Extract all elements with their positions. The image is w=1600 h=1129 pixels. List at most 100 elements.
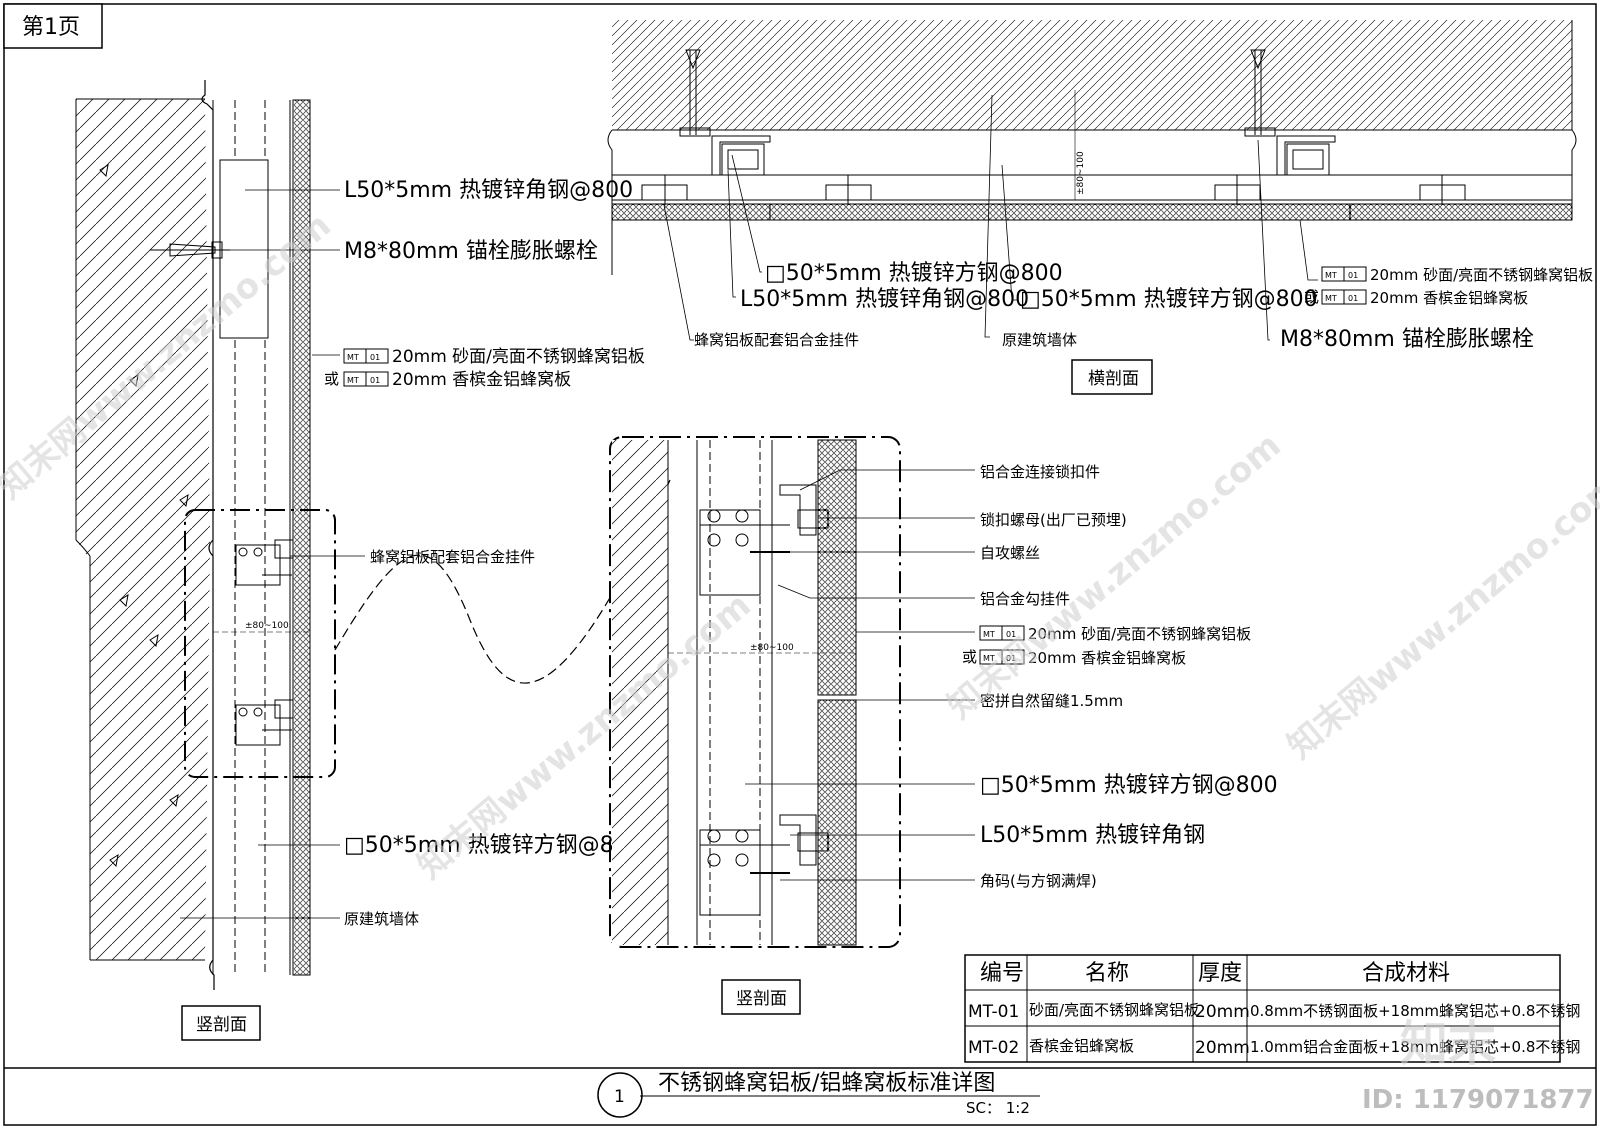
left-mt-tag-1: MT 01: [343, 348, 389, 364]
d-mt-tag-2: MT 01: [979, 649, 1025, 665]
svg-text:MT: MT: [347, 376, 359, 385]
h-anchor-label: M8*80mm 锚栓膨胀螺栓: [1280, 327, 1534, 352]
left-wall-label: 原建筑墙体: [344, 910, 419, 928]
svg-text:MT: MT: [1325, 271, 1337, 280]
left-or-label: 或: [324, 370, 339, 388]
d-angle-steel-label: L50*5mm 热镀锌角钢: [980, 823, 1205, 848]
detail-dim: ±80~100: [750, 643, 794, 653]
d-view-label: 竖剖面: [736, 989, 787, 1009]
detail-hanger-top: [699, 484, 829, 596]
d-panel-label-2: 20mm 香槟金铝蜂窝板: [1028, 649, 1186, 667]
h-mt-tag-1: MT 01: [1321, 266, 1367, 282]
d-square-steel-label: □50*5mm 热镀锌方钢@800: [980, 773, 1278, 798]
h-view-label: 横剖面: [1088, 369, 1139, 389]
table-header-name: 名称: [1085, 961, 1129, 986]
anchor-bolt: [150, 241, 230, 259]
d-hook-label: 铝合金勾挂件: [980, 590, 1070, 608]
h-square-steel-2: [1286, 143, 1330, 176]
title-bar: 1 不锈钢蜂窝铝板/铝蜂窝板标准详图 SC： 1:2: [4, 1067, 1596, 1118]
d-alloy-lock-label: 铝合金连接锁扣件: [980, 463, 1100, 481]
left-vertical-section: ±80~100 L50*5mm 热镀锌角钢@800 M8*80mm 锚栓膨胀螺栓…: [75, 80, 645, 1041]
d-view-label-box: [721, 979, 801, 1015]
h-honeycomb-panel: [611, 203, 1573, 221]
left-anchor-bolt-label: M8*80mm 锚栓膨胀螺栓: [344, 239, 598, 264]
detail-frame: [609, 436, 901, 948]
left-view-label: 竖剖面: [196, 1015, 247, 1035]
svg-text:01: 01: [1348, 271, 1358, 280]
detail-panel-bottom: [817, 699, 857, 946]
h-square-steel-label-1: □50*5mm 热镀锌方钢@800: [765, 261, 1063, 286]
left-square-steel-label: □50*5mm 热镀锌方钢@800: [344, 833, 642, 858]
left-view-label-box: [181, 1005, 261, 1041]
h-anchor-2: [1244, 49, 1276, 137]
h-or-label: 或: [1304, 288, 1319, 306]
h-anchor-1: [679, 49, 711, 137]
left-angle-steel-label: L50*5mm 热镀锌角钢@800: [344, 178, 633, 203]
d-panel-label-1: 20mm 砂面/亮面不锈钢蜂窝铝板: [1028, 625, 1251, 643]
d-joint-label: 密拼自然留缝1.5mm: [980, 692, 1123, 710]
table-cell-name-1: 砂面/亮面不锈钢蜂窝铝板: [1029, 1001, 1199, 1019]
watermark-id: ID: 1179071877: [1362, 1085, 1594, 1115]
left-panel-label-1: 20mm 砂面/亮面不锈钢蜂窝铝板: [392, 347, 645, 367]
d-screw-label: 自攻螺丝: [980, 544, 1040, 562]
table-cell-thick-2: 20mm: [1195, 1038, 1250, 1058]
h-hanger-label: 蜂窝铝板配套铝合金挂件: [694, 331, 859, 349]
table-cell-name-2: 香槟金铝蜂窝板: [1029, 1037, 1134, 1055]
d-corner-label: 角码(与方钢满焊): [980, 872, 1097, 890]
d-or-label: 或: [962, 648, 977, 666]
sheet-border: [3, 3, 1597, 1126]
h-angle-steel-label: L50*5mm 热镀锌角钢@800: [740, 287, 1029, 312]
h-wall-label: 原建筑墙体: [1002, 331, 1077, 349]
svg-text:MT: MT: [983, 630, 995, 639]
d-mt-tag-1: MT 01: [979, 625, 1025, 641]
svg-text:MT: MT: [347, 353, 359, 362]
h-dim: ±80~100: [1076, 151, 1086, 195]
table-cell-mat-2: 1.0mm铝合金面板+18mm蜂窝铝芯+0.8不锈钢: [1250, 1038, 1580, 1056]
watermark-logo: 知末: [1400, 1016, 1496, 1072]
watermark-text-4: 知末网www.znzmo.com: [1280, 465, 1600, 767]
svg-text:01: 01: [1006, 630, 1016, 639]
svg-text:01: 01: [370, 353, 380, 362]
d-lock-nut-label: 锁扣螺母(出厂已预埋): [980, 511, 1127, 529]
detail-hanger-bottom: [699, 814, 829, 916]
dim-left: ±80~100: [245, 621, 289, 631]
svg-text:01: 01: [1348, 294, 1358, 303]
svg-text:MT: MT: [1325, 294, 1337, 303]
table-header-material: 合成材料: [1362, 961, 1450, 986]
horizontal-section: ±80~100 □50*5mm 热镀锌方钢@800 L50*5mm 热镀锌角钢@…: [607, 20, 1593, 395]
svg-text:MT: MT: [983, 654, 995, 663]
detail-section: ±80~100 铝合金连接锁扣件 锁扣螺母(出厂已预埋) 自攻螺丝 铝合金勾挂件…: [609, 436, 1278, 1015]
h-panel-label-2: 20mm 香槟金铝蜂窝板: [1370, 289, 1528, 307]
left-hanger-label: 蜂窝铝板配套铝合金挂件: [370, 548, 535, 566]
h-panel-label-1: 20mm 砂面/亮面不锈钢蜂窝铝板: [1370, 266, 1593, 284]
table-header-thickness: 厚度: [1198, 961, 1242, 986]
svg-text:01: 01: [370, 376, 380, 385]
h-mt-tag-2: MT 01: [1321, 289, 1367, 305]
title-number: 1: [614, 1087, 625, 1107]
table-cell-thick-1: 20mm: [1195, 1002, 1250, 1022]
callout-curve: [334, 479, 671, 684]
concrete-marks: [99, 163, 189, 868]
left-panel-label-2: 20mm 香槟金铝蜂窝板: [392, 370, 571, 390]
honeycomb-panel: [292, 99, 311, 976]
ceiling-hatch: [612, 20, 1572, 130]
h-square-steel-label-2: □50*5mm 热镀锌方钢@800: [1020, 287, 1318, 312]
table-cell-code-1: MT-01: [968, 1002, 1019, 1022]
table-cell-code-2: MT-02: [968, 1038, 1019, 1058]
mini-hanger-bottom: [235, 699, 294, 746]
h-hangers: [641, 175, 1466, 205]
title-number-circle: [597, 1072, 643, 1118]
detail-callout-box: [184, 509, 336, 778]
page-tab-label: 第1页: [22, 15, 80, 40]
wall-hatch: [76, 99, 210, 960]
detail-panel-top: [817, 439, 857, 696]
table-cell-mat-1: 0.8mm不锈钢面板+18mm蜂窝铝芯+0.8不锈钢: [1250, 1002, 1580, 1020]
table-header-code: 编号: [980, 961, 1024, 986]
title-scale: SC： 1:2: [966, 1099, 1030, 1117]
detail-wall-hatch: [612, 440, 668, 945]
h-view-label-box: [1071, 359, 1153, 395]
h-square-steel-1: [721, 143, 765, 176]
svg-text:01: 01: [1006, 654, 1016, 663]
page-tab[interactable]: 第1页: [3, 3, 103, 49]
